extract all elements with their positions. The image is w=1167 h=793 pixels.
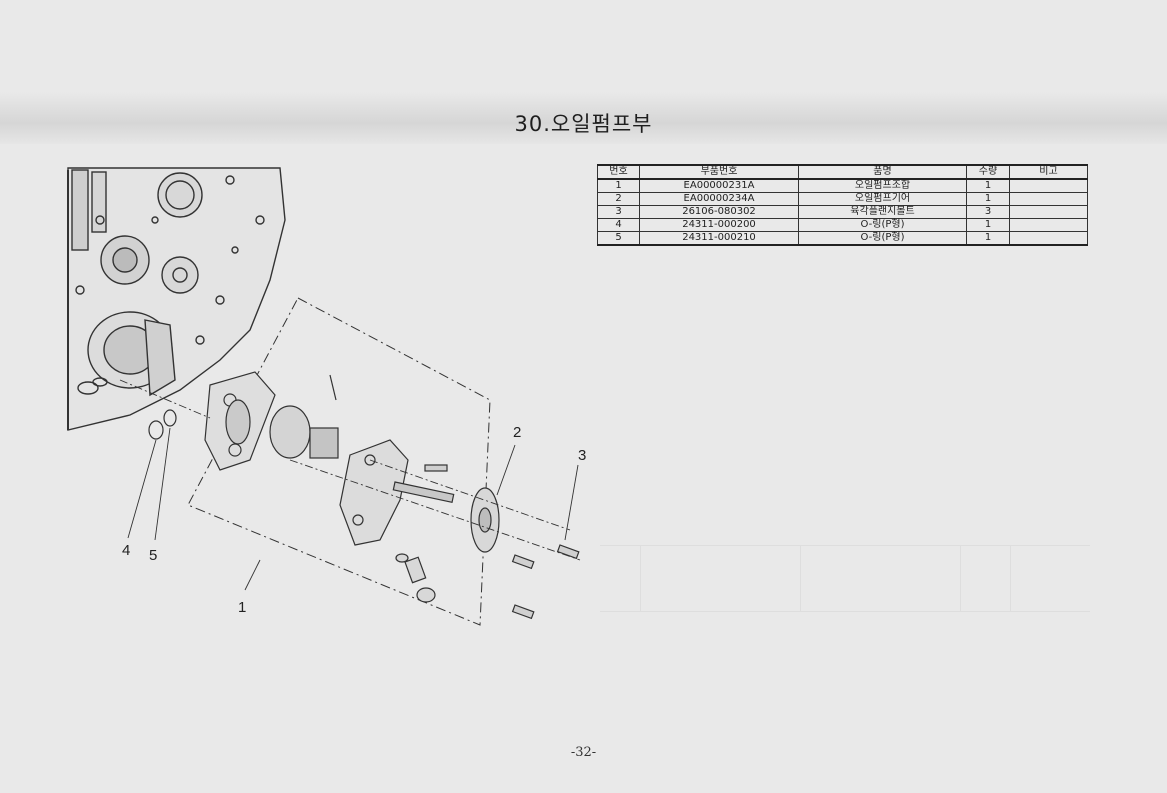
cell-no: 4 [597, 218, 640, 232]
cell-no: 1 [597, 178, 640, 193]
cell-name: O-링(P형) [798, 218, 967, 232]
cell-note [1009, 192, 1088, 206]
show-through-table [600, 545, 1090, 612]
leader-lines [119, 379, 581, 591]
cell-qty: 1 [966, 178, 1010, 193]
header-no: 번호 [597, 164, 640, 180]
table-row: 2 EA00000234A 오일펌프기어 1 [597, 192, 1088, 206]
parts-table: 번호 부품번호 품명 수량 비고 1 EA00000231A 오일펌프조합 1 … [597, 164, 1088, 246]
cell-part-number: EA00000231A [639, 178, 799, 193]
engine-front-plate [67, 167, 286, 431]
cell-qty: 3 [966, 205, 1010, 219]
callout-1: 1 [238, 599, 246, 616]
oil-pump-cover [204, 371, 276, 471]
cell-qty: 1 [966, 192, 1010, 206]
callout-4: 4 [122, 542, 130, 559]
cell-no: 3 [597, 205, 640, 219]
callout-5: 5 [149, 547, 157, 564]
cell-qty: 1 [966, 231, 1010, 246]
header-band [0, 92, 1167, 144]
cell-no: 2 [597, 192, 640, 206]
pump-assembly-boundary [187, 297, 491, 626]
header-note: 비고 [1009, 164, 1088, 180]
cell-part-number: 24311-000210 [639, 231, 799, 246]
cell-name: 육각플랜지볼트 [798, 205, 967, 219]
table-row: 5 24311-000210 O-링(P형) 1 [597, 231, 1088, 246]
cell-name: 오일펌프조합 [798, 178, 967, 193]
header-name: 품명 [798, 164, 967, 180]
cell-name: 오일펌프기어 [798, 192, 967, 206]
pump-gear [470, 487, 500, 553]
cell-note [1009, 218, 1088, 232]
table-header-row: 번호 부품번호 품명 수량 비고 [597, 164, 1088, 180]
pump-rotor [269, 374, 339, 459]
cell-note [1009, 205, 1088, 219]
cell-part-number: 26106-080302 [639, 205, 799, 219]
callout-3: 3 [578, 447, 586, 464]
header-part-number: 부품번호 [639, 164, 799, 180]
cell-part-number: 24311-000200 [639, 218, 799, 232]
flange-bolts [511, 544, 580, 620]
oil-pump-exploded-diagram: 1 2 3 4 5 [67, 167, 586, 626]
table-row: 3 26106-080302 육각플랜지볼트 3 [597, 205, 1088, 219]
table-row: 1 EA00000231A 오일펌프조합 1 [597, 178, 1088, 193]
cell-qty: 1 [966, 218, 1010, 232]
o-rings [148, 409, 177, 440]
callout-2: 2 [513, 424, 521, 441]
header-qty: 수량 [966, 164, 1010, 180]
cell-part-number: EA00000234A [639, 192, 799, 206]
cell-no: 5 [597, 231, 640, 246]
page-title: 30.오일펌프부 [514, 112, 653, 136]
table-row: 4 24311-000200 O-링(P형) 1 [597, 218, 1088, 232]
relief-valve-parts [395, 553, 436, 603]
pump-body [339, 439, 455, 546]
page-number: -32- [570, 745, 597, 760]
cell-note [1009, 231, 1088, 246]
cell-name: O-링(P형) [798, 231, 967, 246]
cell-note [1009, 178, 1088, 193]
callout-labels: 1 2 3 4 5 [122, 424, 586, 616]
